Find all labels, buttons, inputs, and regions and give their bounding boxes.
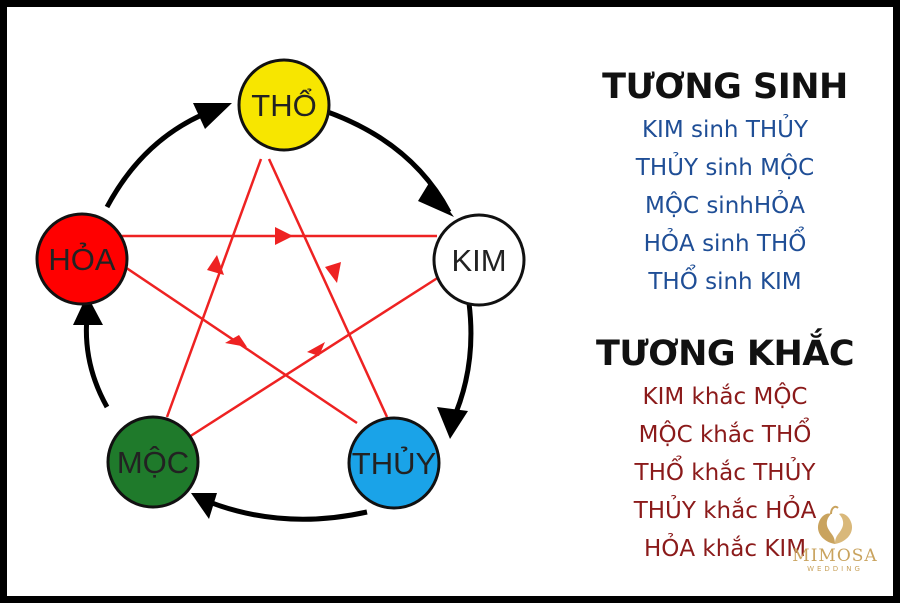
diagram-frame: THỔ KIM THỦY MỘC HỎA TƯƠNG SINH KIM sinh… (7, 7, 893, 596)
overcoming-line: KIM khắc MỘC (642, 384, 808, 410)
generating-line: HỎA sinh THỔ (643, 231, 807, 257)
star-arrowhead-moc-tho (207, 255, 224, 275)
generating-line: KIM sinh THỦY (641, 117, 809, 143)
logo-text: MIMOSA (792, 546, 878, 566)
cycle-arrowhead-hoa-tho (193, 103, 232, 129)
star-arrowhead-kim-moc (307, 342, 325, 356)
star-line-tho-thuy (267, 158, 389, 418)
node-hoa: HỎA (35, 212, 129, 306)
generating-line: MỘC sinhHỎA (645, 193, 805, 219)
five-elements-diagram: THỔ KIM THỦY MỘC HỎA (35, 58, 526, 522)
node-label-moc: MỘC (117, 445, 189, 480)
cycle-arrow-tho-kim (324, 108, 452, 214)
overcoming-panel: TƯƠNG KHẮC KIM khắc MỘC MỘC khắc THỔ THỔ… (567, 330, 883, 568)
node-kim: KIM (432, 213, 526, 307)
overcoming-star (117, 158, 440, 439)
generating-line: THỔ sinh KIM (648, 269, 802, 295)
swan-icon (817, 505, 853, 544)
node-thuy: THỦY (347, 416, 441, 510)
star-arrowhead-hoa-kim (275, 227, 293, 245)
cycle-arrowhead-thuy-moc (191, 493, 217, 519)
star-line-kim-moc (188, 275, 440, 439)
overcoming-line: HỎA khắc KIM (643, 536, 807, 562)
overcoming-line: THỦY khắc HỎA (633, 498, 817, 524)
cycle-arrowhead-kim-thuy (437, 407, 468, 439)
cycle-arrow-kim-thuy (449, 302, 474, 424)
cycle-arrowhead-moc-hoa (73, 295, 103, 325)
star-line-moc-tho (165, 158, 263, 418)
logo-subtext: WEDDING (807, 565, 863, 573)
star-arrowhead-thuy-hoa (225, 335, 247, 347)
node-moc: MỘC (106, 415, 200, 509)
generating-line: THỦY sinh MỘC (635, 155, 815, 181)
cycle-arrowhead-tho-kim (418, 183, 454, 217)
node-label-hoa: HỎA (48, 241, 116, 277)
overcoming-star-arrowheads (207, 227, 341, 356)
overcoming-title: TƯƠNG KHẮC (595, 334, 855, 374)
generating-title: TƯƠNG SINH (602, 67, 848, 107)
node-tho: THỔ (237, 58, 331, 152)
star-arrowhead-tho-thuy (325, 262, 341, 283)
overcoming-line: MỘC khắc THỔ (638, 422, 812, 448)
node-label-kim: KIM (451, 243, 506, 278)
node-label-tho: THỔ (251, 87, 316, 123)
node-label-thuy: THỦY (352, 445, 436, 481)
overcoming-line: THỔ khắc THỦY (634, 460, 816, 486)
generating-cycle (73, 103, 474, 522)
generating-panel: TƯƠNG SINH KIM sinh THỦY THỦY sinh MỘC M… (567, 63, 883, 301)
mimosa-logo: MIMOSA WEDDING (785, 502, 885, 582)
cycle-arrow-thuy-moc (195, 494, 368, 522)
